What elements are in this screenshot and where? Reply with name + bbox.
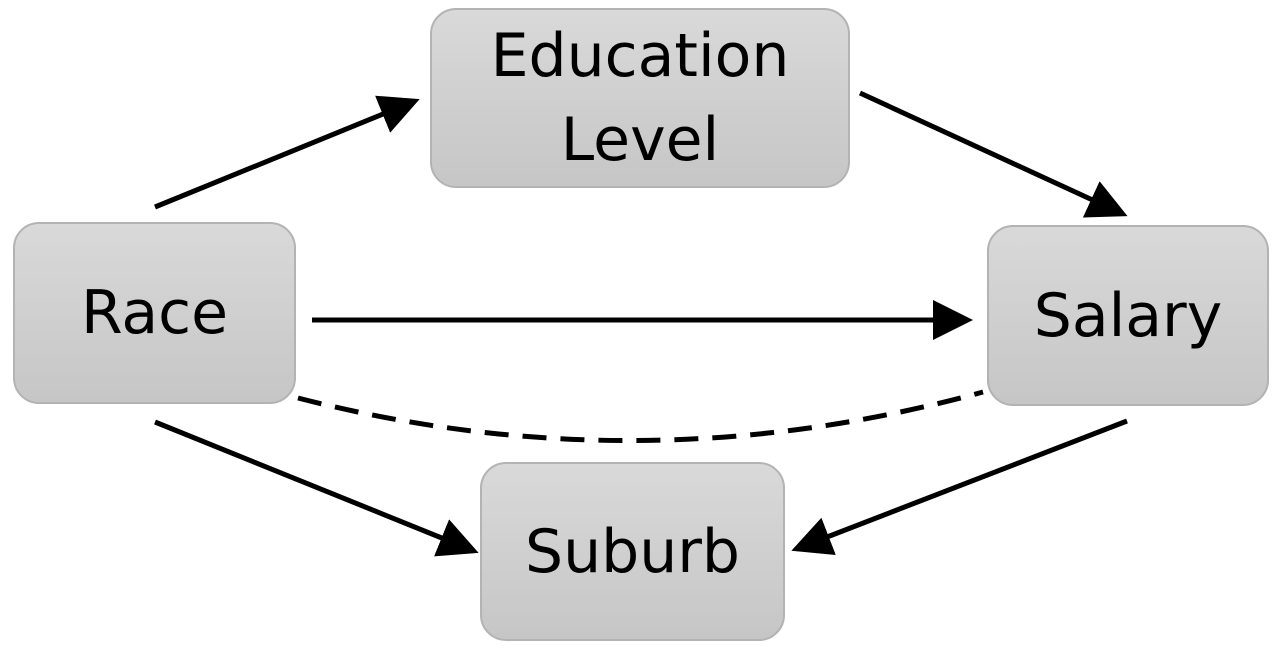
node-salary: Salary xyxy=(987,225,1269,406)
edge-education-to-salary xyxy=(858,90,1128,218)
edge-race-to-suburb xyxy=(154,419,479,557)
edge-race-to-education xyxy=(154,95,420,210)
node-race-label: Race xyxy=(80,278,229,348)
node-suburb: Suburb xyxy=(480,462,785,641)
node-education-level: Education Level xyxy=(430,8,850,188)
edge-salary-to-suburb xyxy=(791,418,1128,556)
node-race: Race xyxy=(13,222,296,404)
node-suburb-label: Suburb xyxy=(525,516,740,587)
node-education-level-label: Education Level xyxy=(490,21,790,175)
node-salary-label: Salary xyxy=(1033,280,1223,351)
edge-race-salary-dashed xyxy=(297,389,984,444)
